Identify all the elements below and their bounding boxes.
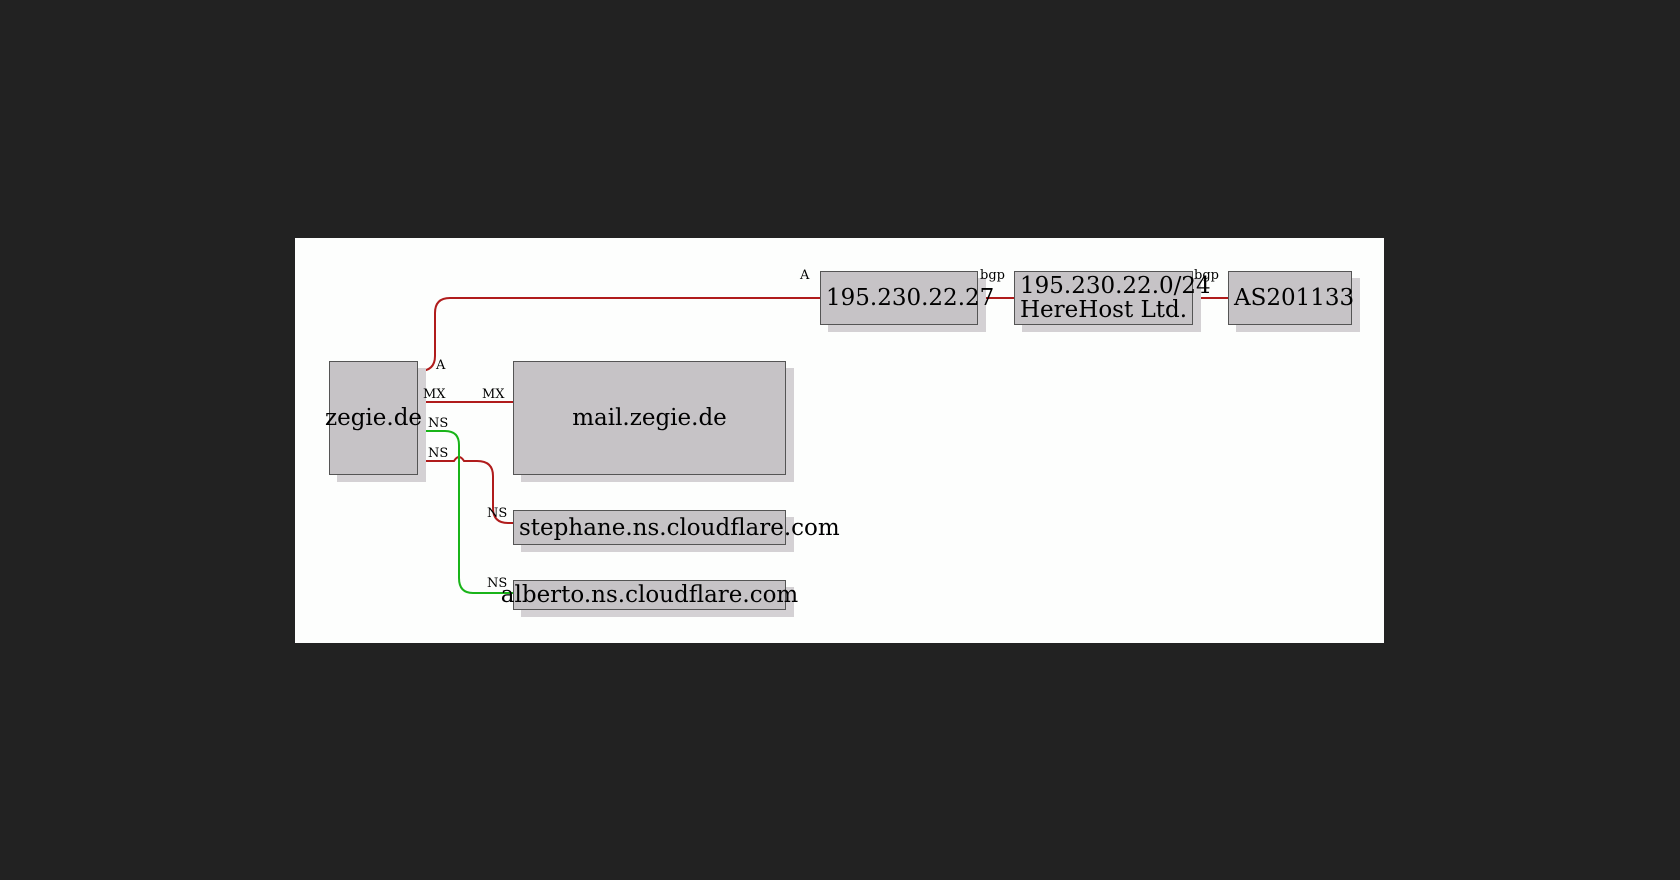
node-prefix-line2: HereHost Ltd. (1020, 297, 1188, 323)
edge-label-ns-red-source: NS (428, 446, 449, 461)
graph-canvas: zegie.de mail.zegie.de stephane.ns.cloud… (295, 238, 1384, 643)
node-domain[interactable]: zegie.de (325, 361, 422, 475)
node-asn-label: AS201133 (1234, 285, 1355, 311)
edge-label-mx-target: MX (482, 387, 505, 402)
edge-label-bgp-1: bgp (980, 268, 1005, 283)
node-prefix[interactable]: 195.230.22.0/24 HereHost Ltd. (1014, 271, 1211, 325)
edge-label-a-source: A (436, 358, 446, 373)
node-ns-stephane[interactable]: stephane.ns.cloudflare.com (513, 510, 840, 545)
node-ns-alberto[interactable]: alberto.ns.cloudflare.com (501, 580, 798, 610)
edge-ns-alberto (419, 430, 513, 594)
edge-label-bgp-2: bgp (1194, 268, 1219, 283)
edge-label-mx-source: MX (423, 387, 446, 402)
node-ns-stephane-label: stephane.ns.cloudflare.com (519, 514, 840, 541)
node-prefix-line1: 195.230.22.0/24 (1020, 273, 1211, 299)
node-ns-alberto-label: alberto.ns.cloudflare.com (500, 582, 799, 608)
node-domain-label: zegie.de (324, 405, 423, 431)
node-mail[interactable]: mail.zegie.de (513, 361, 786, 475)
graph-edges (418, 297, 1228, 594)
node-asn[interactable]: AS201133 (1228, 271, 1355, 325)
node-ip[interactable]: 195.230.22.27 (820, 271, 994, 325)
edge-a-record (418, 297, 820, 372)
edge-label-ns-green-target: NS (487, 576, 508, 591)
edge-label-ns-green-source: NS (428, 416, 449, 431)
edge-label-ns-red-target: NS (487, 506, 508, 521)
node-mail-label: mail.zegie.de (572, 405, 727, 431)
edge-label-a-target: A (800, 268, 810, 283)
node-ip-label: 195.230.22.27 (826, 285, 995, 311)
